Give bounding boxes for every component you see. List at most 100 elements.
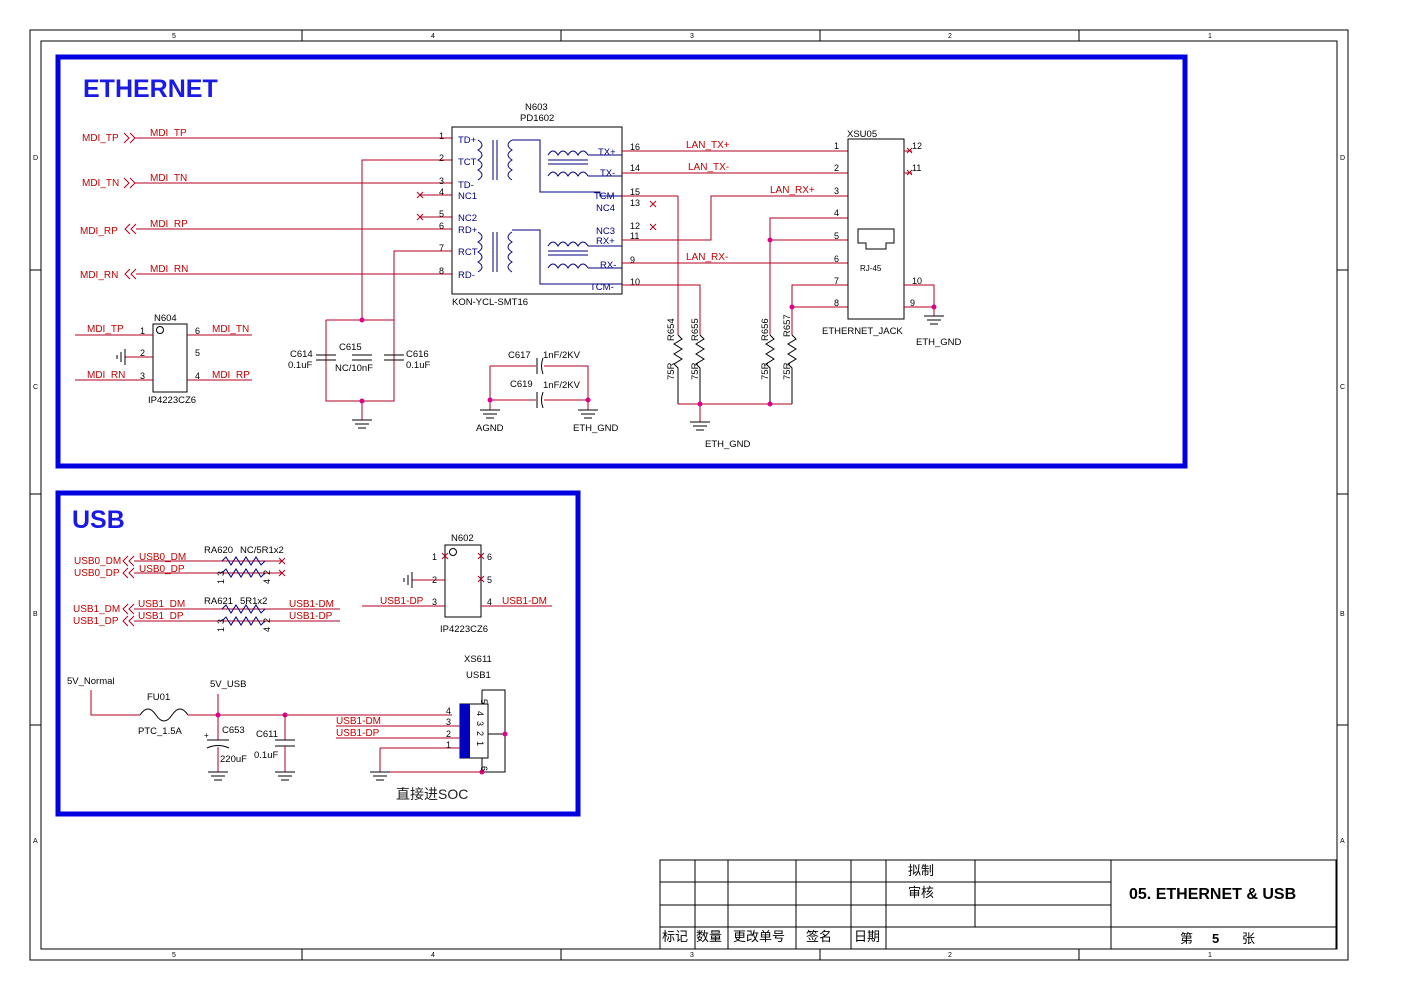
pin-num: 3 [216,571,226,576]
port-label: MDI_TN [82,178,119,189]
part-value: PD1602 [520,113,554,124]
resistor-array-ra620: RA620 NC/5R1x2 1 3 2 4 [204,545,284,584]
sheet-number: 5 [1212,931,1219,946]
col-label: 4 [431,952,435,959]
pin-num: 1 [432,552,437,562]
net-label: USB1-DP [289,611,333,622]
pin-name: RCT [458,247,478,258]
pin-num: 3 [432,597,437,607]
pin-num: 3 [475,721,485,726]
net-label: USB0_DM [139,552,186,563]
pin-num: 4 [834,208,839,218]
part-ref: C653 [222,725,245,736]
pin-num: 7 [439,243,444,253]
cap-ref: C614 [290,349,313,360]
pin-num: 1 [140,326,145,336]
col-label: 2 [948,33,952,40]
net-label: MDI_RP [212,370,250,381]
pin-num: 1 [439,131,444,141]
part-value: 0.1uF [254,750,278,761]
pin-name: TCM [594,191,615,202]
pin-num: 2 [439,153,444,163]
ethernet-section-box [55,54,1188,469]
pin-name: RD+ [458,225,478,236]
pin-num: 4 [487,597,492,607]
row-label: D [33,155,38,162]
res-value: 75R [760,362,771,380]
net-label: MDI_RN [87,370,125,381]
net-label: MDI_TP [87,324,124,335]
mdi-ports: MDI_TP MDI_TN MDI_RP MDI_RN [80,132,137,281]
sheet-title: 05. ETHERNET & USB [1129,886,1296,903]
jack-label: RJ-45 [860,264,882,273]
pin-num: 2 [262,618,272,623]
pin-num: 2 [834,163,839,173]
net-label: USB1-DM [336,716,381,727]
rail-label: 5V_Normal [67,676,115,687]
net-label: LAN_RX+ [770,185,815,196]
pin-num: 2 [446,729,451,739]
usb-power-path: 5V_Normal 5V_USB FU01 PTC_1.5A + C653 22… [67,676,452,781]
pin-name: RX+ [596,236,615,247]
pin-name: TD- [458,180,474,191]
pin-num: 8 [439,266,444,276]
transformer-n603: N603 PD1602 KON-YCL-SMT16 TD+ TCT TD- NC… [439,102,640,308]
pin-name: RX- [600,260,616,271]
net-label: USB1-DP [380,596,424,607]
pin-num: 12 [912,141,922,151]
part-ref: FU01 [147,692,170,703]
pin-num: 16 [630,142,640,152]
cap-ref: C619 [510,379,533,390]
pin-num: 6 [834,254,839,264]
ground-label: AGND [476,423,504,434]
title-block: 拟制 审核 标记 数量 更改单号 签名 日期 05. ETHERNET & US… [659,859,1337,950]
res-ref: R655 [690,318,701,341]
pin-num: 13 [630,198,640,208]
ethernet-title: ETHERNET [83,75,218,103]
port-label: USB1_DM [73,604,120,615]
svg-text:+: + [204,731,209,740]
net-label: USB1_DM [138,599,185,610]
pin-num: 3 [140,371,145,381]
pin-num: 5 [487,575,492,585]
pin-name: NC3 [596,226,615,237]
pin-num: 7 [834,276,839,286]
part-ref: XSU05 [847,129,877,140]
part-value: 5R1x2 [240,596,267,607]
port-label: MDI_RP [80,226,118,237]
pin-num: 9 [910,298,915,308]
net-label: MDI_RP [150,219,188,230]
header-cell: 更改单号 [733,930,785,945]
res-ref: R656 [760,318,771,341]
net-label: MDI_RN [150,264,188,275]
pin-num: 1 [216,579,226,584]
sheet-suffix: 张 [1242,932,1255,947]
net-label: LAN_RX- [686,252,728,263]
part-ref: XS611 [464,654,492,665]
pin-name: NC1 [458,191,477,202]
pin-num: 1 [475,741,485,746]
row-label: C [33,384,38,391]
part-ref: N602 [451,533,474,544]
pin-num: 6 [479,766,489,771]
res-value: 75R [690,362,701,380]
termination-resistors: ETH_GND R654 75R R655 75R R656 75R R657 … [666,314,797,450]
net-label: USB1-DM [289,599,334,610]
pin-num: 10 [912,276,922,286]
part-ref: RA620 [204,545,233,556]
part-ref: N603 [525,102,548,113]
cap-value: NC/10nF [335,363,373,374]
pin-num: 3 [216,619,226,624]
col-label: 3 [690,33,694,40]
port-label: USB0_DP [74,568,120,579]
cap-value: 1nF/2KV [543,380,581,391]
cap-value: 0.1uF [406,360,430,371]
rail-label: 5V_USB [210,679,246,690]
pin-num: 5 [834,231,839,241]
ground-symbol [352,419,372,429]
pin-num: 1 [834,141,839,151]
usb-connector: XS611 USB1 USB1-DM USB1-DP 4 3 2 1 5 6 4… [336,654,508,781]
pin-num: 6 [487,552,492,562]
net-label: MDI_TP [150,128,187,139]
